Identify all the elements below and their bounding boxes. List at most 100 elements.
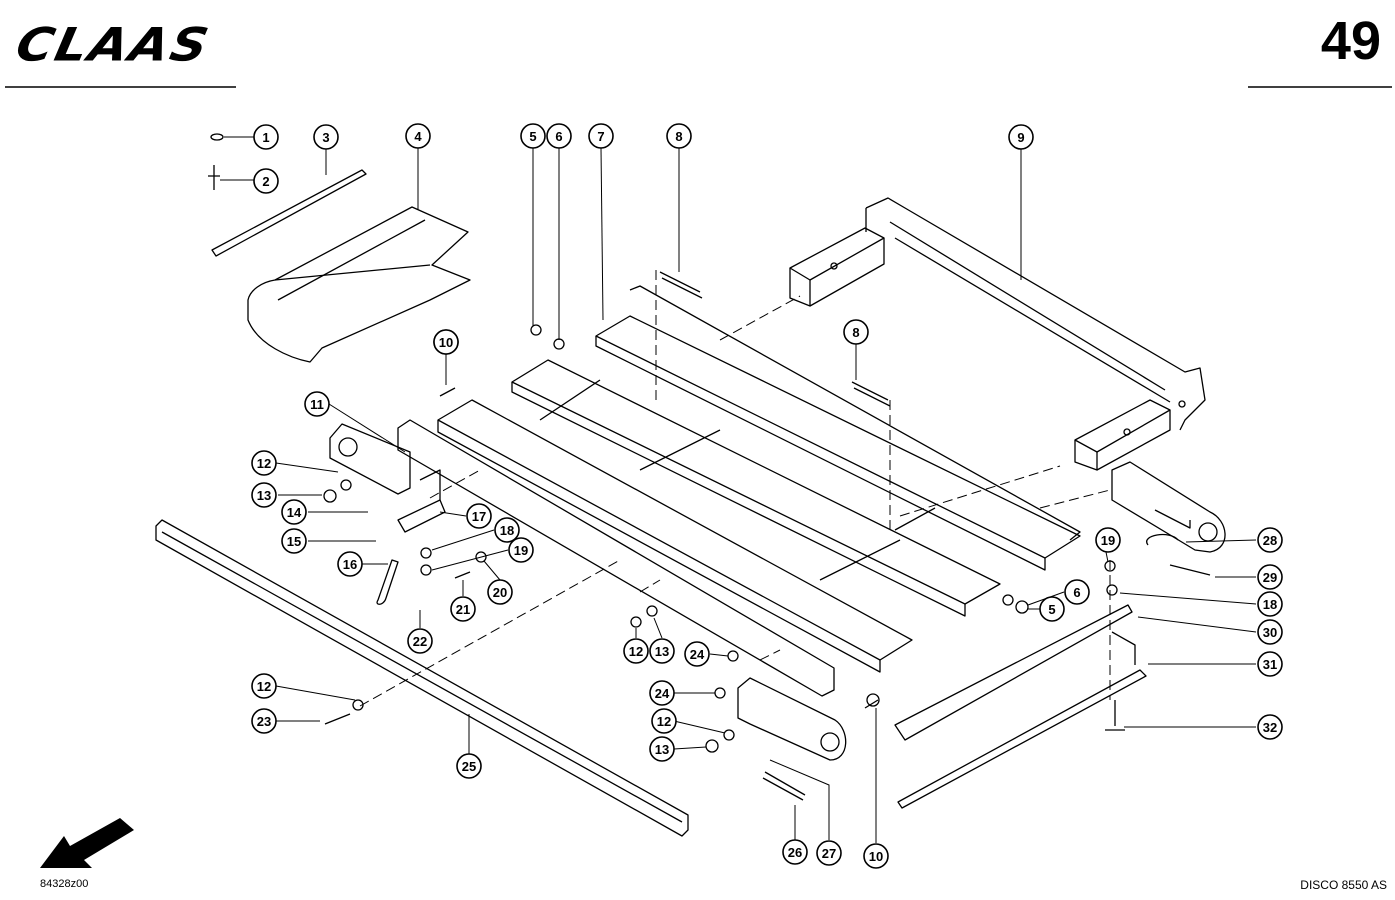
callout-label: 12 bbox=[257, 456, 271, 471]
callout-label: 27 bbox=[822, 846, 836, 861]
callout-13: 13 bbox=[649, 638, 675, 664]
callout-16: 16 bbox=[337, 551, 363, 577]
part-long-rail bbox=[155, 519, 689, 837]
callout-label: 4 bbox=[414, 129, 422, 144]
callout-label: 8 bbox=[675, 129, 682, 144]
fasteners bbox=[324, 271, 1211, 801]
part-left-bracket bbox=[329, 423, 411, 495]
callout-10: 10 bbox=[433, 329, 459, 355]
callout-label: 31 bbox=[1263, 657, 1277, 672]
page-number: 49 bbox=[1320, 11, 1381, 71]
callout-label: 13 bbox=[257, 488, 271, 503]
callout-label: 12 bbox=[257, 679, 271, 694]
callout-label: 14 bbox=[287, 505, 302, 520]
callout-24: 24 bbox=[684, 641, 710, 667]
callout-10: 10 bbox=[863, 843, 889, 869]
callout-label: 5 bbox=[1048, 602, 1055, 617]
callout-label: 22 bbox=[413, 634, 427, 649]
callout-label: 5 bbox=[529, 129, 536, 144]
callout-12: 12 bbox=[623, 638, 649, 664]
callout-label: 18 bbox=[1263, 597, 1277, 612]
callout-18: 18 bbox=[1257, 591, 1283, 617]
callout-31: 31 bbox=[1257, 651, 1283, 677]
callout-label: 8 bbox=[852, 325, 859, 340]
callout-label: 17 bbox=[472, 509, 486, 524]
callout-label: 25 bbox=[462, 759, 476, 774]
callout-11: 11 bbox=[304, 391, 330, 417]
callout-label: 10 bbox=[439, 335, 453, 350]
callout-label: 6 bbox=[555, 129, 562, 144]
callout-label: 12 bbox=[629, 644, 643, 659]
callout-8: 8 bbox=[843, 319, 869, 345]
callout-label: 15 bbox=[287, 534, 301, 549]
part-rail-set bbox=[397, 285, 1081, 697]
callout-12: 12 bbox=[251, 673, 277, 699]
callout-label: 28 bbox=[1263, 533, 1277, 548]
callout-label: 19 bbox=[1101, 533, 1115, 548]
part-cover-sheet bbox=[247, 206, 471, 363]
callout-label: 23 bbox=[257, 714, 271, 729]
model-label: DISCO 8550 AS bbox=[1300, 878, 1387, 892]
callout-4: 4 bbox=[405, 123, 431, 149]
assembly-dash-lines bbox=[359, 270, 1111, 707]
callout-6: 6 bbox=[546, 123, 572, 149]
callout-17: 17 bbox=[466, 503, 492, 529]
callout-19: 19 bbox=[1095, 527, 1121, 553]
callout-7: 7 bbox=[588, 123, 614, 149]
callout-19: 19 bbox=[508, 537, 534, 563]
callout-label: 1 bbox=[262, 130, 269, 145]
callout-23: 23 bbox=[251, 708, 277, 734]
callout-21: 21 bbox=[450, 596, 476, 622]
callout-13: 13 bbox=[251, 482, 277, 508]
callout-label: 30 bbox=[1263, 625, 1277, 640]
callout-label: 29 bbox=[1263, 570, 1277, 585]
callout-group: 1234567889101010111212121213131314151617… bbox=[251, 123, 1283, 869]
callout-30: 30 bbox=[1257, 619, 1283, 645]
callout-label: 21 bbox=[456, 602, 470, 617]
part-bottom-bracket bbox=[737, 677, 847, 761]
callout-label: 3 bbox=[322, 130, 329, 145]
callout-label: 32 bbox=[1263, 720, 1277, 735]
callout-label: 18 bbox=[500, 523, 514, 538]
leader-lines bbox=[220, 136, 1257, 843]
callout-label: 19 bbox=[514, 543, 528, 558]
callout-label: 13 bbox=[655, 644, 669, 659]
callout-15: 15 bbox=[281, 528, 307, 554]
part-main-frame bbox=[789, 197, 1206, 471]
callout-22: 22 bbox=[407, 628, 433, 654]
callout-28: 28 bbox=[1257, 527, 1283, 553]
callout-12: 12 bbox=[251, 450, 277, 476]
callout-29: 29 bbox=[1257, 564, 1283, 590]
callout-2: 2 bbox=[253, 168, 279, 194]
callout-18: 18 bbox=[494, 517, 520, 543]
part-strip bbox=[211, 169, 367, 257]
callout-label: 20 bbox=[493, 585, 507, 600]
callout-14: 14 bbox=[281, 499, 307, 525]
direction-arrow-icon bbox=[40, 818, 134, 868]
callout-6: 6 bbox=[1064, 579, 1090, 605]
callout-5: 5 bbox=[520, 123, 546, 149]
drawing-reference: 84328z00 bbox=[40, 878, 89, 890]
callout-label: 7 bbox=[597, 129, 604, 144]
callout-13: 13 bbox=[649, 736, 675, 762]
callout-9: 9 bbox=[1008, 124, 1034, 150]
callout-24: 24 bbox=[649, 680, 675, 706]
callout-label: 6 bbox=[1073, 585, 1080, 600]
callout-label: 9 bbox=[1017, 130, 1024, 145]
callout-label: 24 bbox=[690, 647, 705, 662]
callout-label: 26 bbox=[788, 845, 802, 860]
part-side-rails bbox=[894, 604, 1147, 809]
callout-label: 13 bbox=[655, 742, 669, 757]
callout-label: 12 bbox=[657, 714, 671, 729]
callout-label: 11 bbox=[310, 397, 324, 412]
callout-27: 27 bbox=[816, 840, 842, 866]
part-right-bracket bbox=[1111, 461, 1226, 553]
callout-12: 12 bbox=[651, 708, 677, 734]
callout-1: 1 bbox=[253, 124, 279, 150]
callout-label: 24 bbox=[655, 686, 670, 701]
callout-32: 32 bbox=[1257, 714, 1283, 740]
callout-label: 10 bbox=[869, 849, 883, 864]
callout-20: 20 bbox=[487, 579, 513, 605]
